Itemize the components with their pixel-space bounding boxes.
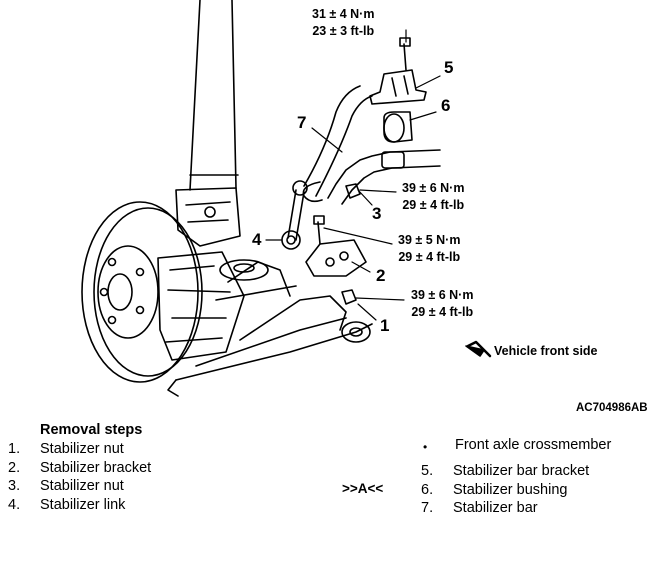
callout-2: 2 xyxy=(376,266,386,285)
stabilizer-nut-1-illustration xyxy=(341,289,357,305)
torque-label-bolt: 31 ± 4 N·m 23 ± 3 ft-lb xyxy=(312,7,375,38)
callout-4: 4 xyxy=(252,230,262,249)
stabilizer-link-illustration xyxy=(281,180,308,250)
callout-7: 7 xyxy=(297,113,307,132)
callout-3: 3 xyxy=(372,204,382,223)
stabilizer-bushing-illustration xyxy=(383,111,413,143)
callout-6: 6 xyxy=(441,96,451,115)
crossmember-note: Front axle crossmember xyxy=(455,437,612,453)
vehicle-front-arrow-icon xyxy=(465,340,492,358)
caliper-illustration xyxy=(157,251,245,361)
lower-arm-illustration xyxy=(167,259,373,397)
stabilizer-bracket-illustration xyxy=(369,37,427,105)
leader-lines xyxy=(265,29,441,321)
stabilizer-nut-3-illustration xyxy=(345,183,361,199)
bracket-plate-illustration xyxy=(305,215,367,277)
callout-1: 1 xyxy=(380,316,390,335)
strut-illustration xyxy=(175,0,241,247)
torque-label-nut-3: 39 ± 6 N·m 29 ± 4 ft-lb xyxy=(402,181,465,212)
figure-id: AC704986AB xyxy=(576,402,648,414)
stabilizer-bar-illustration xyxy=(302,85,441,205)
vehicle-front-label: Vehicle front side xyxy=(494,344,598,358)
torque-label-bracket-2: 39 ± 5 N·m 29 ± 4 ft-lb xyxy=(398,233,461,264)
torque-label-nut-1: 39 ± 6 N·m 29 ± 4 ft-lb xyxy=(411,288,474,319)
bullet-icon: • xyxy=(423,440,428,454)
brake-disc-illustration xyxy=(81,201,203,383)
service-point-marker: >>A<< xyxy=(342,481,384,496)
suspension-diagram xyxy=(81,0,492,397)
removal-steps-title: Removal steps xyxy=(40,422,143,438)
callout-5: 5 xyxy=(444,58,454,77)
